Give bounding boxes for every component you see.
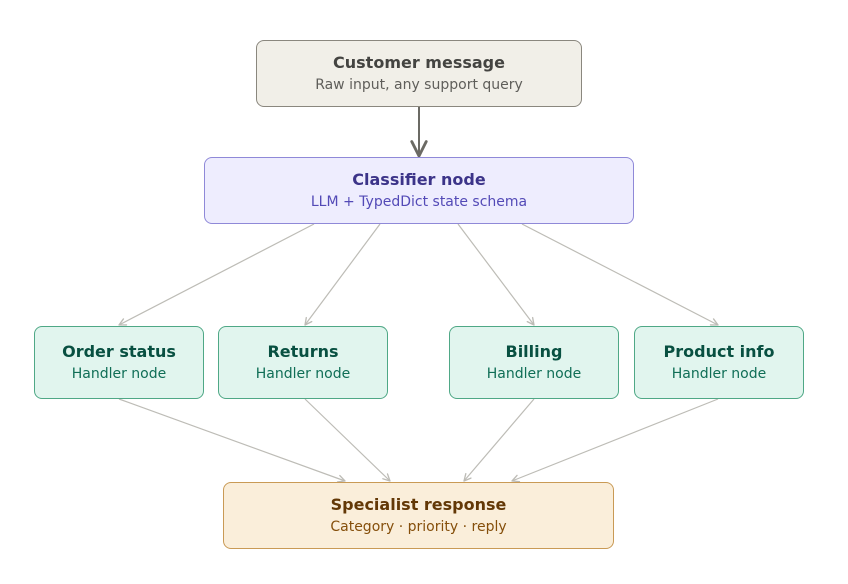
specialist-response-title: Specialist response: [330, 495, 507, 514]
customer-message-subtitle: Raw input, any support query: [315, 77, 523, 93]
classifier-subtitle: LLM + TypedDict state schema: [310, 194, 528, 210]
edge-returns-to-output: [304, 398, 391, 482]
edge-classifier-to-product-info: [521, 223, 719, 326]
edge-product-info-to-output: [511, 398, 719, 483]
returns-title: Returns: [267, 342, 339, 361]
product-info-node: Product info Handler node: [634, 326, 804, 399]
billing-subtitle: Handler node: [486, 366, 582, 382]
returns-subtitle: Handler node: [255, 366, 351, 382]
product-info-title: Product info: [663, 342, 775, 361]
order-status-subtitle: Handler node: [71, 366, 167, 382]
order-status-node: Order status Handler node: [34, 326, 204, 399]
billing-title: Billing: [505, 342, 563, 361]
classifier-node: Classifier node LLM + TypedDict state sc…: [204, 157, 634, 224]
edge-billing-to-output: [463, 398, 535, 482]
specialist-response-node: Specialist response Category · priority …: [223, 482, 614, 549]
order-status-title: Order status: [62, 342, 176, 361]
edge-classifier-to-returns: [304, 223, 381, 326]
returns-node: Returns Handler node: [218, 326, 388, 399]
classifier-title: Classifier node: [352, 170, 486, 189]
product-info-subtitle: Handler node: [671, 366, 767, 382]
specialist-response-subtitle: Category · priority · reply: [330, 519, 507, 535]
edge-classifier-to-billing: [457, 223, 535, 326]
customer-message-node: Customer message Raw input, any support …: [256, 40, 582, 107]
edge-order-status-to-output: [118, 398, 346, 483]
edge-classifier-to-order-status: [118, 223, 315, 326]
customer-message-title: Customer message: [333, 53, 505, 72]
billing-node: Billing Handler node: [449, 326, 619, 399]
